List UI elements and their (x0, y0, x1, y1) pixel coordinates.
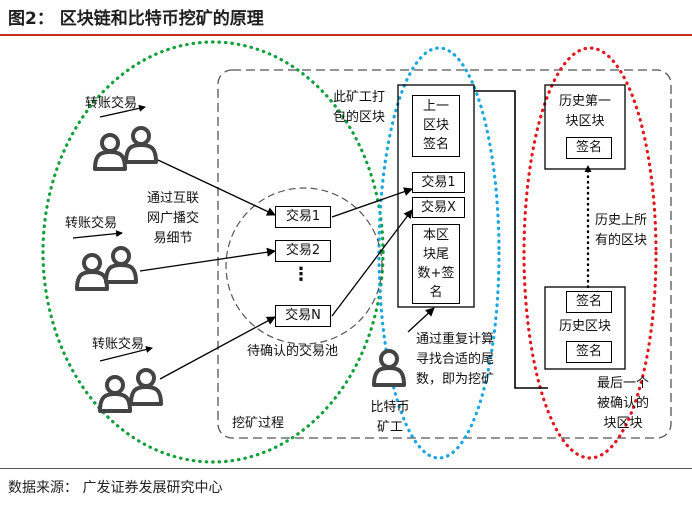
prev-block-signature: 上一区块签名 (412, 95, 460, 157)
history-middle-note: 历史上所有的区块 (595, 213, 648, 248)
arrow-user3-txn (159, 316, 276, 380)
user-icon-1 (93, 126, 158, 171)
history-last-signature-bottom: 签名 (566, 341, 612, 363)
arrow-tx1-block (331, 187, 413, 218)
transfer-label-1: 转账交易 (85, 96, 138, 111)
block-link-connector (474, 90, 548, 389)
transfer-arrow-2 (72, 230, 123, 239)
history-ellipse (522, 46, 658, 460)
pool-tx-2: 交易2 (275, 240, 331, 262)
transaction-pool-circle (225, 187, 383, 345)
history-last-signature-top: 签名 (566, 291, 612, 313)
arrow-user2-tx2 (139, 247, 276, 272)
history-first-signature: 签名 (566, 137, 612, 159)
arrow-txn-block (331, 209, 413, 317)
pool-tx-1: 交易1 (275, 206, 331, 228)
transfer-label-3: 转账交易 (92, 337, 145, 352)
arrow-user1-tx1 (157, 159, 276, 216)
figure-source: 数据来源： 广发证券发展研究中心 (8, 480, 223, 496)
history-first-block-title: 历史第一块区块 (558, 94, 611, 129)
history-last-block-title: 历史区块 (558, 319, 611, 334)
footer-divider (0, 468, 692, 469)
history-last-note: 最后一个被确认的块区块 (596, 376, 649, 431)
user-icon-2 (75, 246, 138, 291)
title-divider (0, 34, 692, 36)
block-tx-x: 交易X (412, 197, 465, 218)
miner-icon (372, 349, 406, 387)
figure-title: 图2： 区块链和比特币挖矿的原理 (8, 9, 264, 29)
mining-process-label: 挖矿过程 (232, 416, 285, 431)
block-nonce-signature: 本区块尾数+签名 (412, 224, 460, 304)
history-first-block-frame (544, 84, 626, 170)
block-tx-1: 交易1 (412, 172, 465, 193)
mining-process-frame (217, 69, 672, 439)
network-broadcast-note: 通过互联网广播交易细节 (147, 191, 200, 246)
candidate-block-frame (397, 84, 475, 308)
packed-block-label: 此矿工打包的区块 (333, 90, 386, 125)
transfer-arrow-1 (99, 104, 146, 118)
arrow-miner-block (407, 307, 435, 333)
history-last-block-frame (544, 286, 626, 370)
network-ellipse (41, 40, 385, 464)
pool-ellipsis: ⋮ (292, 264, 310, 285)
pool-tx-n: 交易N (275, 305, 331, 327)
pool-label: 待确认的交易池 (247, 344, 339, 359)
miner-label: 比特币矿工 (370, 400, 410, 435)
user-icon-3 (98, 368, 163, 413)
transfer-arrow-3 (99, 346, 153, 362)
transfer-label-2: 转账交易 (65, 216, 118, 231)
miner-note: 通过重复计算寻找合适的尾数，即为挖矿 (416, 332, 495, 387)
